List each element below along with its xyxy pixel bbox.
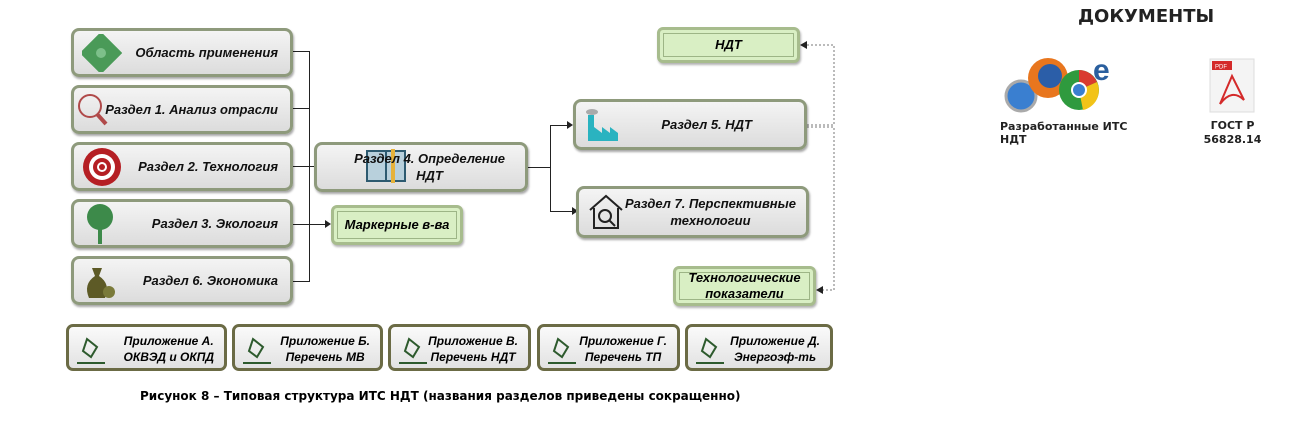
section-1[interactable]: Раздел 1. Анализ отрасли <box>71 85 293 134</box>
connector <box>293 51 309 52</box>
section-label: Раздел 7. Перспективные технологии <box>625 195 796 229</box>
svg-text:e: e <box>1093 54 1110 87</box>
section-6[interactable]: Раздел 6. Экономика <box>71 256 293 305</box>
tech-line1: Технологические <box>688 270 801 285</box>
gost-line1: ГОСТ Р <box>1210 119 1255 132</box>
appendix-line1: Приложение В. <box>428 334 518 348</box>
figure-caption: Рисунок 8 – Типовая структура ИТС НДТ (н… <box>140 389 741 403</box>
appendix-line2: Перечень МВ <box>285 350 365 364</box>
browsers-icon[interactable]: e <box>1003 52 1123 114</box>
appendix-line2: Перечень НДТ <box>430 350 516 364</box>
section-3[interactable]: Раздел 3. Экология <box>71 199 293 248</box>
section-4-line2: НДТ <box>416 168 443 183</box>
its-label[interactable]: Разработанные ИТС НДТ <box>1000 120 1128 146</box>
svg-text:PDF: PDF <box>1215 65 1227 71</box>
tree-icon <box>87 203 113 244</box>
section-7-line2: технологии <box>670 213 751 228</box>
gost-line2: 56828.14 <box>1203 133 1262 146</box>
tech-line2: показатели <box>705 286 784 301</box>
arrow-head <box>572 207 578 215</box>
arrow-head <box>567 121 573 129</box>
section-label: Раздел 5. НДТ <box>661 117 752 132</box>
connector <box>293 166 314 167</box>
ndt-label: НДТ <box>715 37 742 52</box>
appendix-line1: Приложение Г. <box>579 334 667 348</box>
pen-icon <box>548 337 576 364</box>
section-5[interactable]: Раздел 5. НДТ <box>573 99 807 150</box>
connector <box>528 167 550 168</box>
connector <box>293 281 309 282</box>
connector <box>550 125 551 212</box>
connector <box>550 125 567 126</box>
ndt-box[interactable]: НДТ <box>657 27 800 63</box>
appendix-line2: Перечень ТП <box>584 350 662 364</box>
appendix-v[interactable]: Приложение В. Перечень НДТ <box>388 324 531 371</box>
section-4-line1: Раздел 4. Определение <box>354 151 505 166</box>
pen-icon <box>243 337 271 364</box>
connector <box>550 211 572 212</box>
puzzle-icon <box>82 33 122 72</box>
house-search-icon <box>589 194 623 229</box>
pen-icon <box>399 337 427 364</box>
arrow-head <box>325 220 331 228</box>
appendix-g[interactable]: Приложение Г. Перечень ТП <box>537 324 680 371</box>
target-gear-icon <box>83 147 121 186</box>
appendix-b[interactable]: Приложение Б. Перечень МВ <box>232 324 383 371</box>
book-icon <box>366 149 406 183</box>
appendix-line2: ОКВЭД и ОКПД <box>123 350 214 364</box>
section-2[interactable]: Раздел 2. Технология <box>71 142 293 191</box>
magnifier-icon <box>78 93 108 125</box>
appendix-line2: Энергоэф-ть <box>734 350 817 364</box>
section-7-line1: Раздел 7. Перспективные <box>625 196 796 211</box>
appendix-line1: Приложение Д. <box>730 334 820 348</box>
connector <box>309 51 310 282</box>
connector <box>293 108 309 109</box>
factory-icon <box>586 108 618 141</box>
section-label: Раздел 6. Экономика <box>142 273 278 288</box>
section-7[interactable]: Раздел 7. Перспективные технологии <box>576 186 809 238</box>
appendix-d[interactable]: Приложение Д. Энергоэф-ть <box>685 324 833 371</box>
pen-icon <box>77 337 105 364</box>
section-label: Область применения <box>135 45 278 60</box>
appendix-line1: Приложение Б. <box>280 334 370 348</box>
section-label: Раздел 2. Технология <box>138 159 278 174</box>
markers-label: Маркерные в-ва <box>344 217 450 232</box>
documents-title: ДОКУМЕНТЫ <box>1078 6 1215 27</box>
section-scope[interactable]: Область применения <box>71 28 293 77</box>
appendix-line1: Приложение А. <box>123 334 214 348</box>
pen-icon <box>696 337 724 364</box>
markers-box[interactable]: Маркерные в-ва <box>331 205 463 245</box>
section-label: Раздел 1. Анализ отрасли <box>105 102 278 117</box>
appendix-a[interactable]: Приложение А. ОКВЭД и ОКПД <box>66 324 227 371</box>
section-label: Раздел 3. Экология <box>151 216 278 231</box>
pdf-icon[interactable]: PDF <box>1208 58 1256 113</box>
money-bag-icon <box>87 267 115 298</box>
